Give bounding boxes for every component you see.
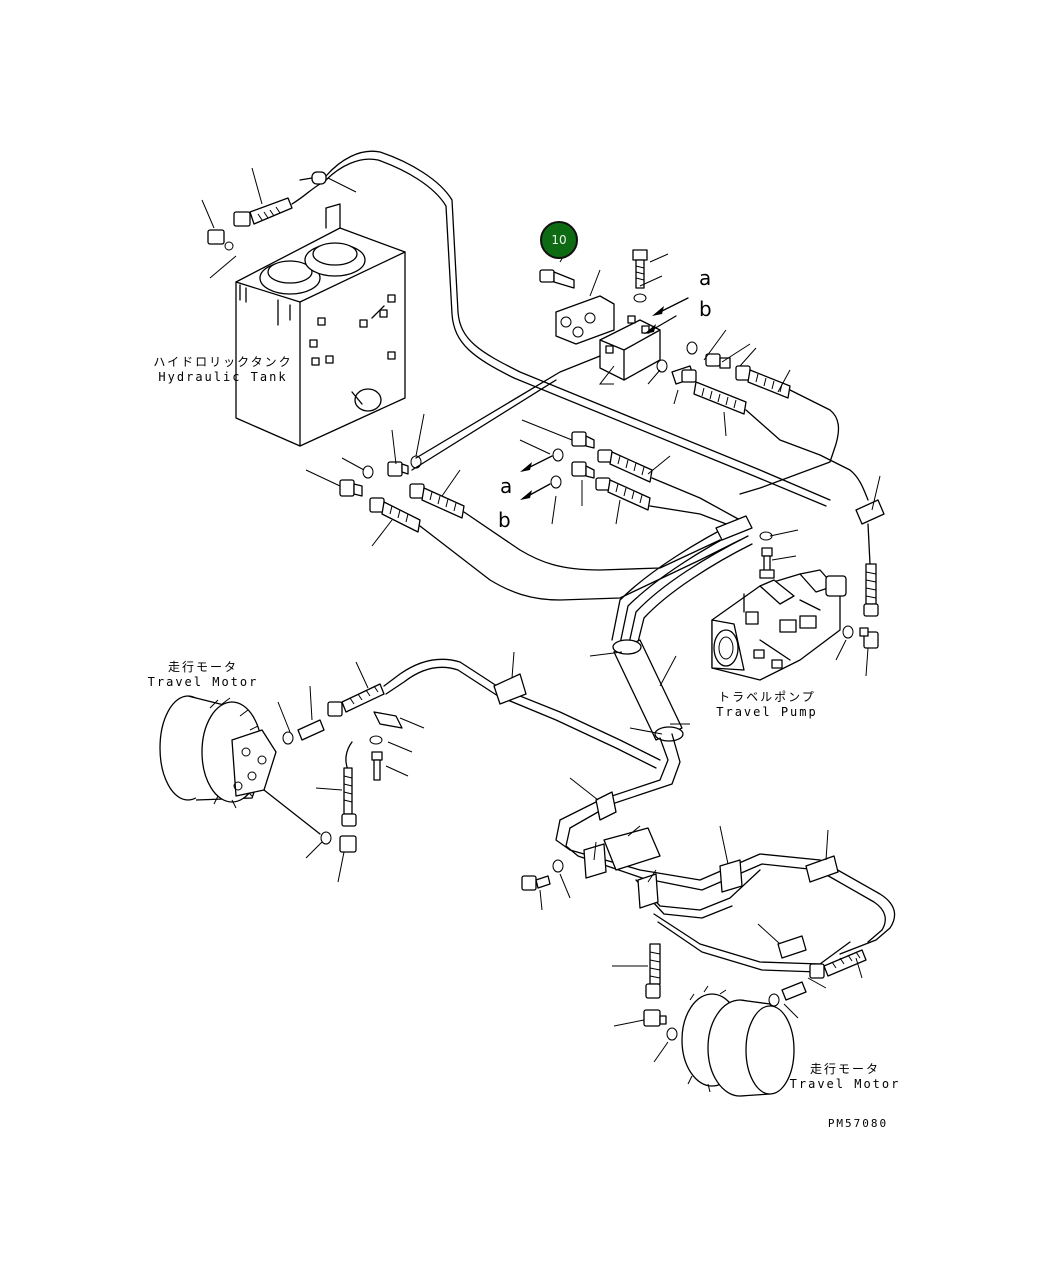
- travel-motor-right-label-jp: 走行モータ: [809, 1062, 880, 1076]
- right-travel-motor: [612, 943, 867, 1097]
- marker-a-lower: a: [500, 474, 513, 498]
- marker-b-lower: b: [498, 508, 511, 532]
- tank-suction-fittings: [305, 355, 741, 601]
- travel-pump-label: トラベルポンプ Travel Pump: [712, 690, 822, 720]
- pump-right-fittings: [835, 475, 885, 677]
- hydraulic-tank: [235, 203, 406, 447]
- middle-fittings: [519, 419, 743, 531]
- travel-pump-label-jp: トラベルポンプ: [718, 690, 816, 704]
- part-callout-10[interactable]: 10: [540, 221, 578, 259]
- travel-pump-label-en: Travel Pump: [716, 705, 818, 719]
- center-pipe-bundle: [559, 515, 799, 829]
- marker-b-upper: b: [699, 297, 712, 321]
- hydraulic-tank-label: ハイドロリックタンク Hydraulic Tank: [150, 355, 296, 385]
- travel-pump: [711, 569, 847, 681]
- travel-motor-left-label-jp: 走行モータ: [167, 660, 238, 674]
- travel-motor-left-label-en: Travel Motor: [147, 675, 259, 689]
- drawing-number: PM57080: [827, 1117, 889, 1130]
- tank-return-fittings: [201, 167, 357, 279]
- travel-motor-right-label: 走行モータ Travel Motor: [786, 1062, 904, 1092]
- marker-a-upper: a: [699, 266, 712, 290]
- lower-clamps: [521, 777, 896, 973]
- valve-block: [539, 249, 689, 385]
- hydraulic-tank-label-jp: ハイドロリックタンク: [153, 355, 293, 369]
- travel-motor-right-label-en: Travel Motor: [789, 1077, 901, 1091]
- left-travel-motor: [159, 651, 661, 883]
- valve-outlet-fittings: [656, 329, 869, 501]
- hydraulic-tank-label-en: Hydraulic Tank: [158, 370, 288, 384]
- travel-motor-left-label: 走行モータ Travel Motor: [144, 660, 262, 690]
- return-hose-top: [325, 150, 831, 501]
